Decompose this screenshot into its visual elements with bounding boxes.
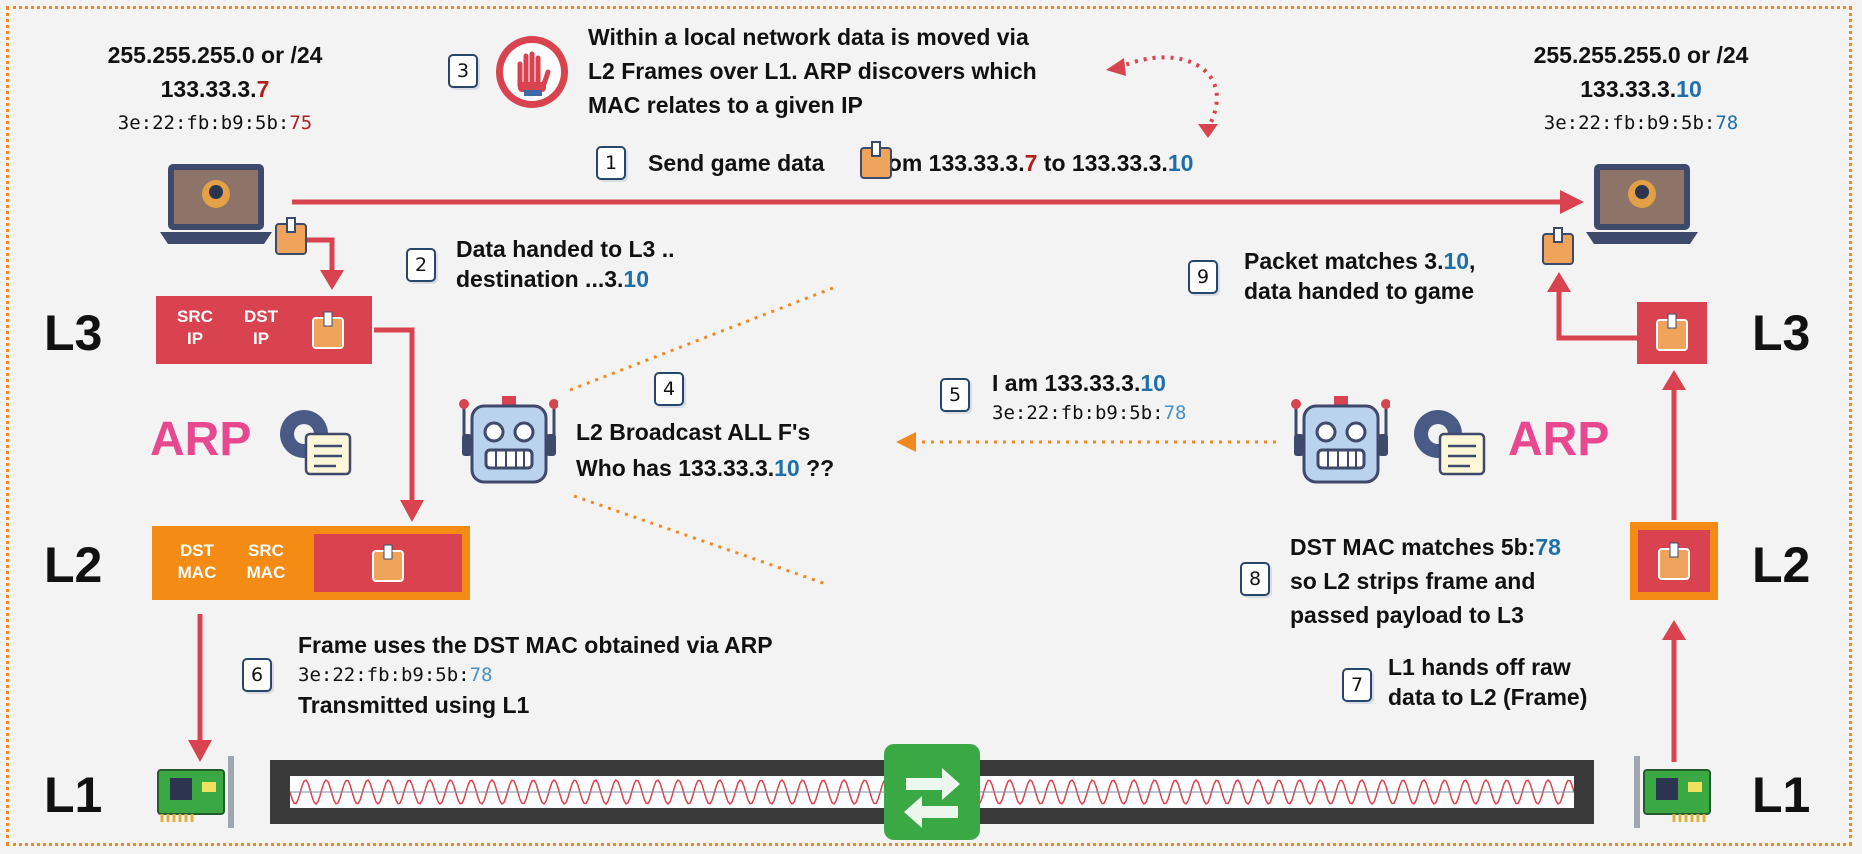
step-6-text: Frame uses the DST MAC obtained via ARP … xyxy=(298,632,773,718)
step-2-badge: 2 xyxy=(406,248,436,282)
package-icon xyxy=(1656,313,1688,351)
gear-document-icon xyxy=(1414,410,1486,476)
laptop-to-l3-arrow xyxy=(306,237,335,272)
package-icon xyxy=(275,217,307,255)
left-subnet-mask: 255.255.255.0 or /24 xyxy=(107,42,323,68)
step-8-badge: 8 xyxy=(1240,562,1270,596)
right-subnet-mask: 255.255.255.0 or /24 xyxy=(1533,42,1749,68)
frame-payload xyxy=(1638,530,1710,592)
left-host-info: 255.255.255.0 or /24 133.33.3.7 3e:22:fb… xyxy=(70,38,360,140)
step-1-text: Send game data from 133.33.3.7 to 133.33… xyxy=(648,150,1194,176)
l3-packet-right xyxy=(1637,302,1707,364)
right-ip: 133.33.3.10 xyxy=(1580,76,1702,102)
right-mac: 3e:22:fb:b9:5b:78 xyxy=(1543,112,1739,134)
right-host-info: 255.255.255.0 or /24 133.33.3.10 3e:22:f… xyxy=(1496,38,1786,140)
switch-icon xyxy=(884,744,980,840)
robot-icon xyxy=(1291,396,1390,484)
laptop-icon xyxy=(160,164,272,244)
package-icon xyxy=(860,141,892,179)
stop-hand-icon xyxy=(496,36,568,108)
network-card-icon xyxy=(157,756,234,828)
broadcast-line-bottom xyxy=(573,494,827,586)
step-8-text: DST MAC matches 5b:78 so L2 strips frame… xyxy=(1290,534,1561,628)
step-5-badge: 5 xyxy=(940,378,970,412)
layer-l1-left: L1 xyxy=(44,767,103,823)
gear-document-icon xyxy=(280,410,352,476)
step-7-text: L1 hands off raw data to L2 (Frame) xyxy=(1388,654,1588,710)
layer-l2-right: L2 xyxy=(1752,537,1811,593)
step-3-badge: 3 xyxy=(448,54,478,88)
left-mac: 3e:22:fb:b9:5b:75 xyxy=(117,112,313,134)
left-ip: 133.33.3.7 xyxy=(160,76,270,102)
package-icon xyxy=(372,544,404,582)
network-card-icon xyxy=(1634,756,1711,828)
step-3-text: Within a local network data is moved via… xyxy=(588,24,1037,118)
frame-payload xyxy=(314,534,462,592)
diagram-border xyxy=(6,6,1852,846)
l2-frame-right xyxy=(1630,522,1718,600)
layer-l3-left: L3 xyxy=(44,305,103,361)
robot-icon xyxy=(459,396,558,484)
curved-dotted-arrow xyxy=(1117,55,1219,129)
step-4-text: L2 Broadcast ALL F's Who has 133.33.3.10… xyxy=(576,419,835,481)
step-1-badge: 1 xyxy=(596,146,626,180)
layer-l3-right: L3 xyxy=(1752,305,1811,361)
arp-label-left: ARP xyxy=(150,413,252,466)
l3-to-l2-arrow xyxy=(374,327,415,500)
step-9-text: Packet matches 3.10, data handed to game xyxy=(1244,248,1476,304)
step-2-text: Data handed to L3 .. destination ...3.10 xyxy=(456,236,675,292)
package-icon xyxy=(1542,227,1574,265)
step-9-badge: 9 xyxy=(1188,260,1218,294)
broadcast-line-top xyxy=(569,284,839,392)
step-6-badge: 6 xyxy=(242,658,272,692)
package-icon xyxy=(312,311,344,349)
l3-to-laptop-arrow xyxy=(1556,292,1637,341)
step-4-badge: 4 xyxy=(654,372,684,406)
layer-l2-left: L2 xyxy=(44,537,103,593)
arp-label-right: ARP xyxy=(1508,413,1610,466)
package-icon xyxy=(1658,542,1690,580)
layer-l1-right: L1 xyxy=(1752,767,1811,823)
laptop-icon xyxy=(1586,164,1698,244)
step-5-text: I am 133.33.3.10 3e:22:fb:b9:5b:78 xyxy=(992,370,1187,424)
step-7-badge: 7 xyxy=(1342,668,1372,702)
